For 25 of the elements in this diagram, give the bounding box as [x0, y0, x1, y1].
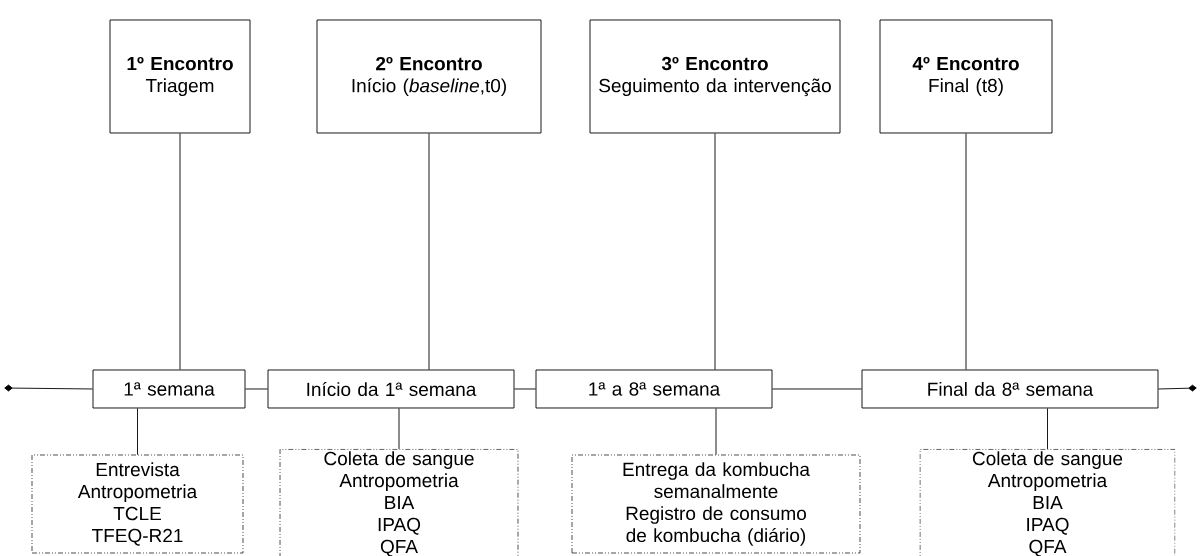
week-box: 1ª semana: [92, 369, 246, 409]
week-box: Final da 8ª semana: [861, 369, 1159, 409]
connector-line: [715, 408, 717, 456]
connector-line: [428, 133, 430, 370]
connector-line: [179, 133, 181, 370]
activity-box: Coleta de sangue Antropometria BIA IPAQ QFA: [279, 448, 519, 556]
activity-box: Entrevista Antropometria TCLE TFEQ-R21: [31, 454, 244, 554]
connector-line: [714, 133, 716, 370]
week-box: 1ª a 8ª semana: [535, 369, 773, 409]
connector-line: [965, 133, 967, 370]
meeting-box: 4º Encontro Final (t8): [879, 19, 1053, 134]
connector-line: [1047, 408, 1048, 450]
timeline-line: [1158, 384, 1197, 392]
connector-line: [398, 408, 400, 450]
timeline-line: [245, 388, 268, 390]
meeting-box: 3º Encontro Seguimento da intervenção: [589, 19, 841, 134]
meeting-box: 2º Encontro Início (baseline,t0): [316, 19, 542, 134]
timeline-line: [4, 384, 93, 392]
week-box: Início da 1ª semana: [267, 369, 515, 409]
activity-box: Entrega da kombucha semanalmente Registro de consumo de kombucha (diário): [571, 454, 861, 554]
activity-box: Coleta de sangue Antropometria BIA IPAQ QFA: [919, 448, 1176, 556]
timeline-line: [514, 388, 536, 390]
connector-line: [137, 408, 138, 456]
timeline-line: [772, 388, 862, 390]
meeting-box: 1º Encontro Triagem: [109, 19, 251, 134]
